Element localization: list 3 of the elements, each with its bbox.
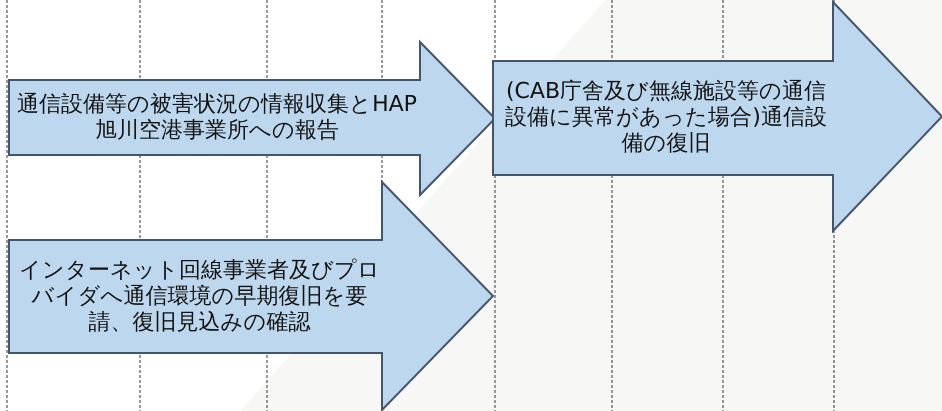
step-text: (CAB庁舎及び無線施設等の通信設備に異常があった場合)通信設備の復旧 — [504, 79, 828, 157]
step-text: 通信設備等の被害状況の情報収集とHAP旭川空港事業所への報告 — [17, 92, 417, 144]
step-text: インターネット回線事業者及びプロバイダへ通信環境の早期復旧を要請、復旧見込みの確認 — [18, 258, 381, 336]
